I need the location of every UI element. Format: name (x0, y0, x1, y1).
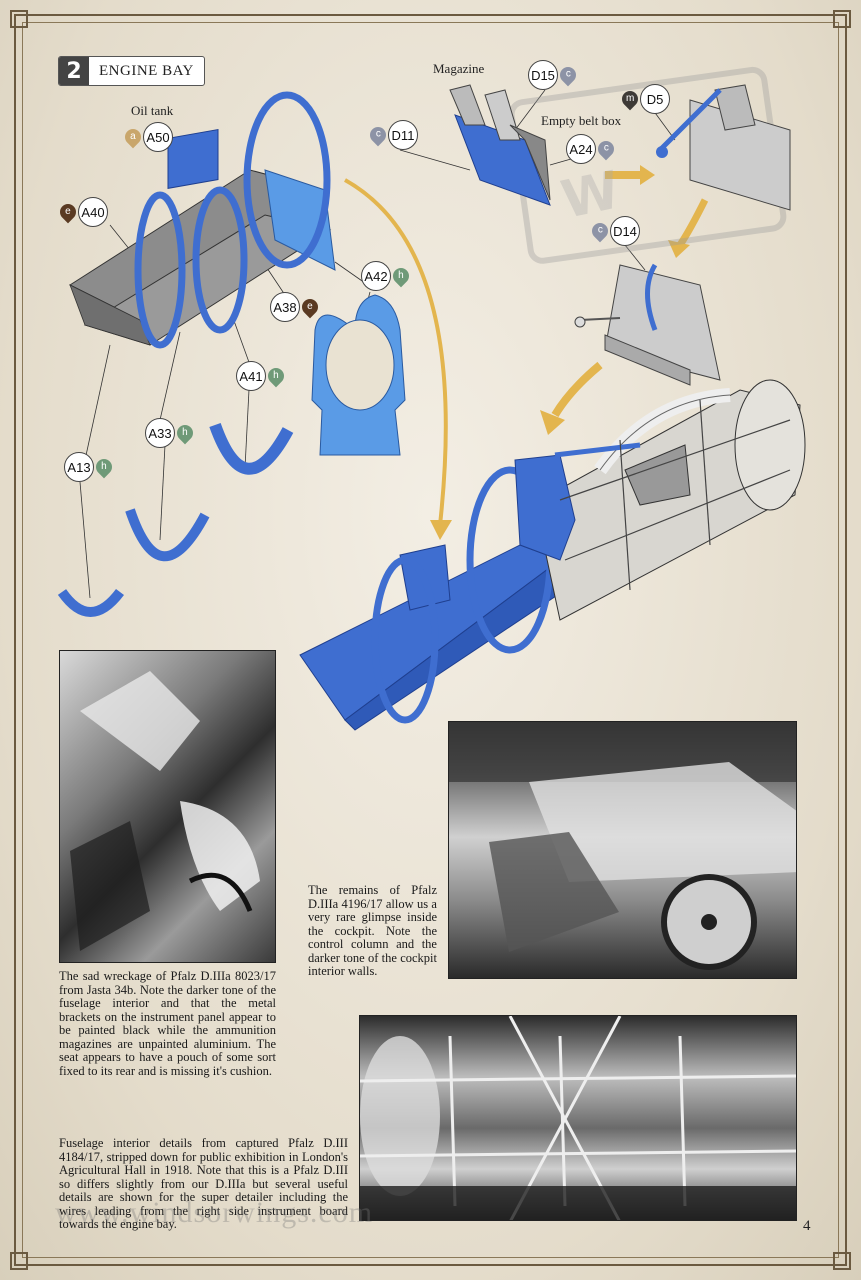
callout-a24: A24 c (566, 134, 618, 164)
callout-d14: c D14 (588, 216, 640, 246)
callout-d15: D15 c (528, 60, 580, 90)
oil-tank-label: Oil tank (131, 103, 174, 118)
paint-drop-icon: h (173, 421, 197, 445)
page-number: 4 (803, 1218, 811, 1234)
part-number: A40 (78, 197, 108, 227)
cockpit-remains-photo (448, 721, 797, 979)
magazine-label: Magazine (433, 61, 485, 76)
step-header: 2 ENGINE BAY (58, 56, 205, 86)
corner-ornament (833, 1252, 851, 1270)
paint-drop-icon: a (121, 125, 145, 149)
step-title: ENGINE BAY (99, 62, 194, 79)
page-border (14, 14, 847, 1266)
wreckage-caption: The sad wreckage of Pfalz D.IIIa 8023/17… (59, 969, 276, 1078)
callout-d5: m D5 (618, 84, 670, 114)
corner-ornament (10, 1252, 28, 1270)
callout-a13: A13 h (64, 452, 116, 482)
part-number: A42 (361, 261, 391, 291)
paint-drop-icon: h (389, 264, 413, 288)
site-watermark: www.windsorwings.com (55, 1196, 374, 1229)
assembled-fuselage (299, 379, 806, 731)
paint-drop-icon: c (588, 219, 612, 243)
callout-a50: a A50 (121, 122, 173, 152)
assembly-arrow (344, 178, 448, 526)
paint-drop-icon: m (618, 87, 642, 111)
paint-drop-icon: e (56, 200, 80, 224)
corner-ornament (10, 10, 28, 28)
part-number: A33 (145, 418, 175, 448)
callout-a38: A38 e (270, 292, 322, 322)
paint-drop-icon: h (264, 364, 288, 388)
paint-drop-icon: h (92, 455, 116, 479)
part-number: A50 (143, 122, 173, 152)
part-number: A41 (236, 361, 266, 391)
part-number: D14 (610, 216, 640, 246)
paint-drop-icon: c (556, 63, 580, 87)
callout-a33: A33 h (145, 418, 197, 448)
paint-drop-icon: c (366, 123, 390, 147)
part-number: D11 (388, 120, 418, 150)
page-border-inner (22, 22, 839, 1258)
part-number: A38 (270, 292, 300, 322)
fuselage-interior-caption: Fuselage interior details from captured … (59, 1136, 348, 1231)
svg-text:W: W (556, 160, 625, 231)
bracket-a41 (209, 422, 294, 475)
callout-d11: c D11 (366, 120, 418, 150)
d14-box-assembly (574, 263, 721, 386)
bracket-a33 (125, 508, 210, 562)
magazine-assembly (449, 84, 551, 206)
step-number: 2 (59, 57, 89, 85)
chassis-frame (68, 91, 336, 349)
paint-drop-icon: e (298, 295, 322, 319)
part-number: D5 (640, 84, 670, 114)
paint-drop-icon: c (594, 137, 618, 161)
empty-belt-box-label: Empty belt box (541, 113, 622, 128)
part-number: D15 (528, 60, 558, 90)
callout-a40: e A40 (56, 197, 108, 227)
corner-ornament (833, 10, 851, 28)
wreckage-photo (59, 650, 276, 963)
cockpit-remains-caption: The remains of Pfalz D.IIIa 4196/17 allo… (308, 883, 437, 978)
empty-belt-box (656, 84, 791, 211)
callout-a41: A41 h (236, 361, 288, 391)
part-number: A13 (64, 452, 94, 482)
fuselage-interior-photo (359, 1015, 797, 1221)
bracket-a13 (57, 588, 124, 617)
callout-a42: A42 h (361, 261, 413, 291)
part-number: A24 (566, 134, 596, 164)
